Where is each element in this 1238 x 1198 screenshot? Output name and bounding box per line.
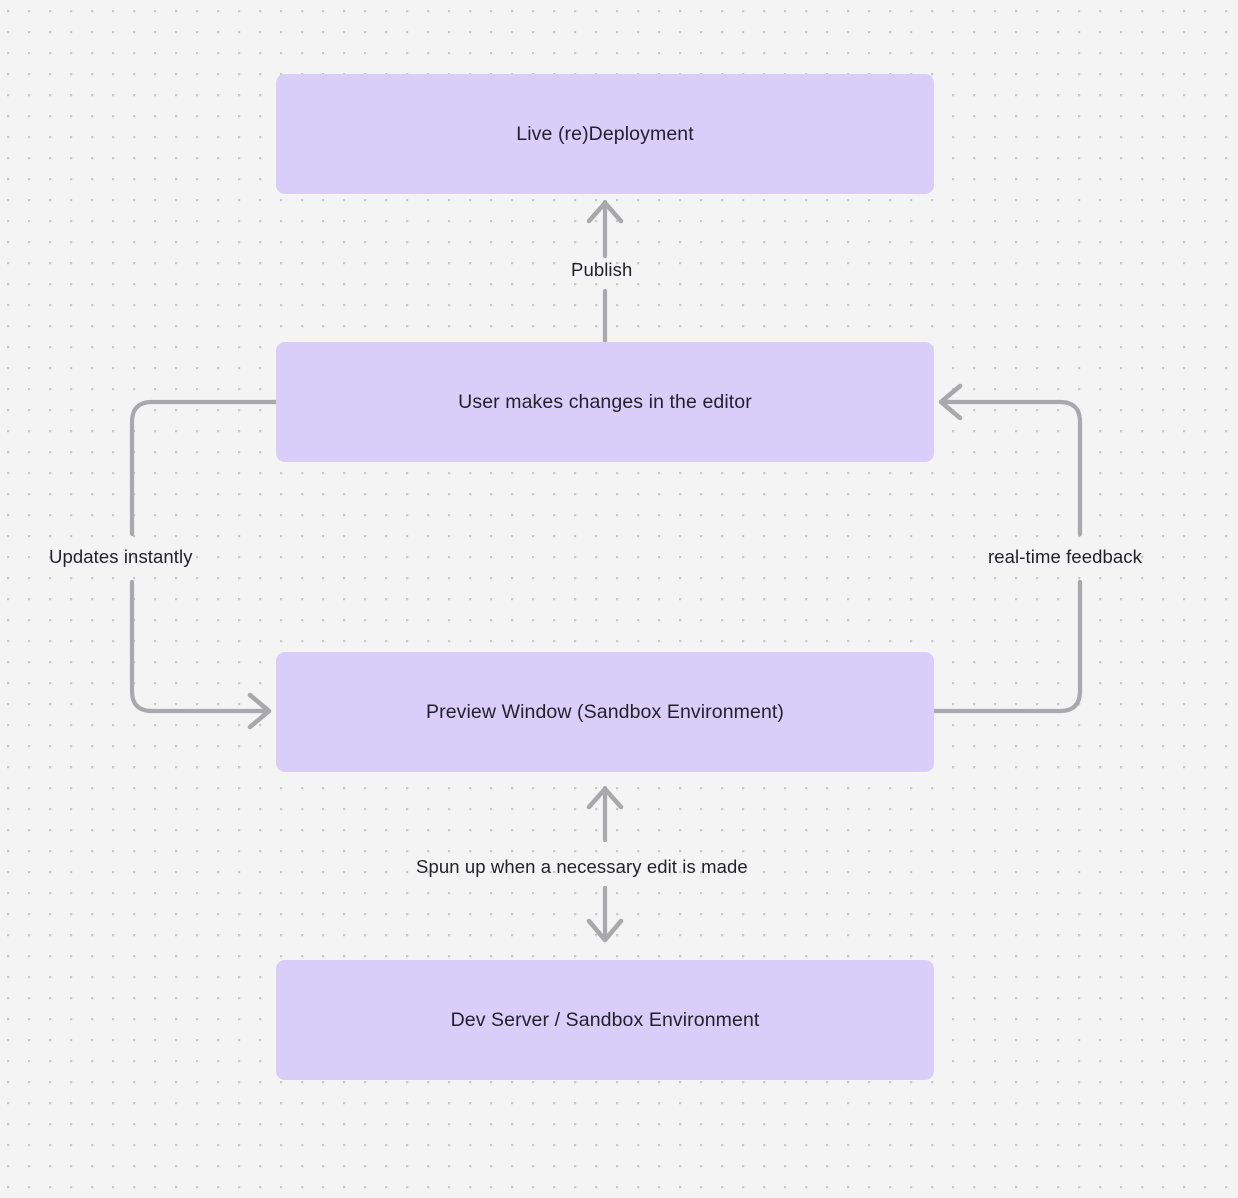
edge-updates-line-lower — [129, 579, 271, 714]
edge-label-updates-instantly: Updates instantly — [49, 546, 193, 567]
edge-spun-arrowhead-down — [586, 918, 624, 943]
edge-realtime-arrowhead-left — [938, 383, 963, 421]
node-preview-window[interactable]: Preview Window (Sandbox Environment) — [276, 652, 934, 772]
edge-realtime-line-lower — [931, 579, 1083, 714]
node-user-makes-changes[interactable]: User makes changes in the editor — [276, 342, 934, 462]
edge-label-real-time-feedback: real-time feedback — [988, 546, 1142, 567]
node-dev-server[interactable]: Dev Server / Sandbox Environment — [276, 960, 934, 1080]
edge-publish-arrowhead-up — [586, 200, 624, 224]
edge-label-publish: Publish — [571, 259, 633, 280]
edge-updates-line-upper — [129, 399, 279, 537]
edge-spun-arrowhead-up — [586, 786, 624, 810]
node-dev-server-label: Dev Server / Sandbox Environment — [450, 1008, 760, 1031]
edge-realtime-line-upper — [939, 399, 1083, 537]
node-live-redeployment[interactable]: Live (re)Deployment — [276, 74, 934, 194]
node-live-redeployment-label: Live (re)Deployment — [516, 122, 694, 145]
edge-updates-arrowhead-right — [247, 692, 272, 730]
edge-label-spun-up: Spun up when a necessary edit is made — [416, 856, 748, 877]
node-preview-window-label: Preview Window (Sandbox Environment) — [426, 700, 784, 723]
node-user-makes-changes-label: User makes changes in the editor — [458, 390, 752, 413]
